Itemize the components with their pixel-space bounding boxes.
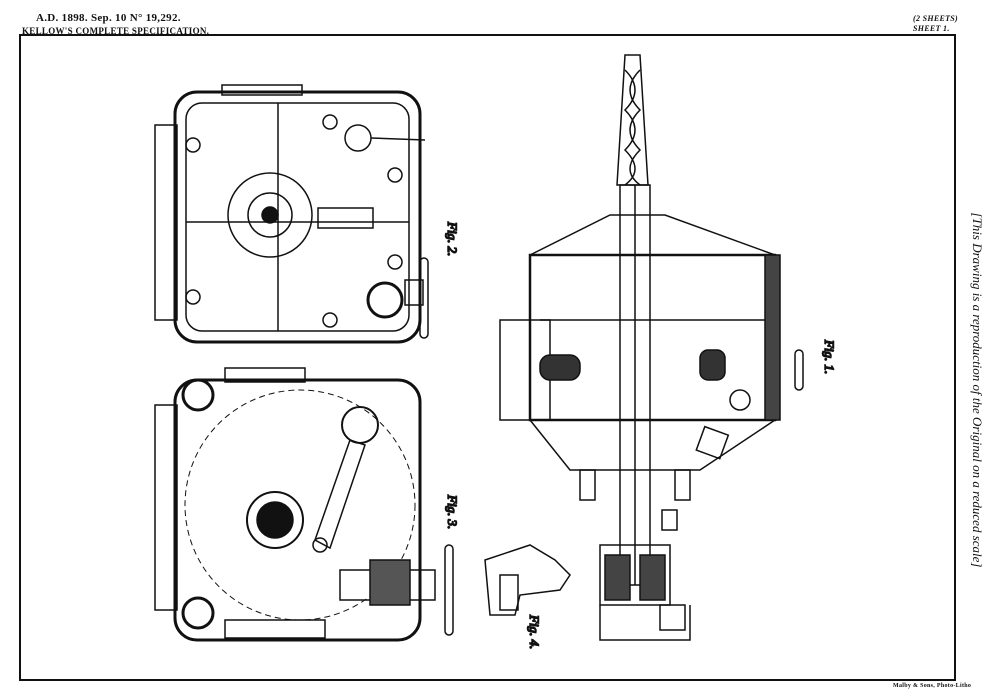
- figure-2: [154, 84, 429, 344]
- figure-4: [484, 544, 571, 616]
- sheet-number: SHEET 1.: [913, 24, 950, 33]
- figure-3-label: Fig. 3.: [445, 494, 460, 529]
- drawing-border: [19, 34, 956, 681]
- figure-1-label: Fig. 1.: [822, 339, 837, 374]
- printer-credit: Malby & Sons, Photo-Litho: [893, 683, 972, 689]
- figure-2-label: Fig. 2.: [445, 221, 460, 256]
- figure-4-label: Fig. 4.: [527, 614, 542, 649]
- figure-3: [154, 367, 454, 642]
- sheet-count: (2 SHEETS): [913, 14, 959, 23]
- header-title: KELLOW'S COMPLETE SPECIFICATION.: [22, 26, 210, 36]
- header-date-number: A.D. 1898. Sep. 10 N° 19,292.: [36, 12, 181, 24]
- figure-1: [499, 54, 804, 641]
